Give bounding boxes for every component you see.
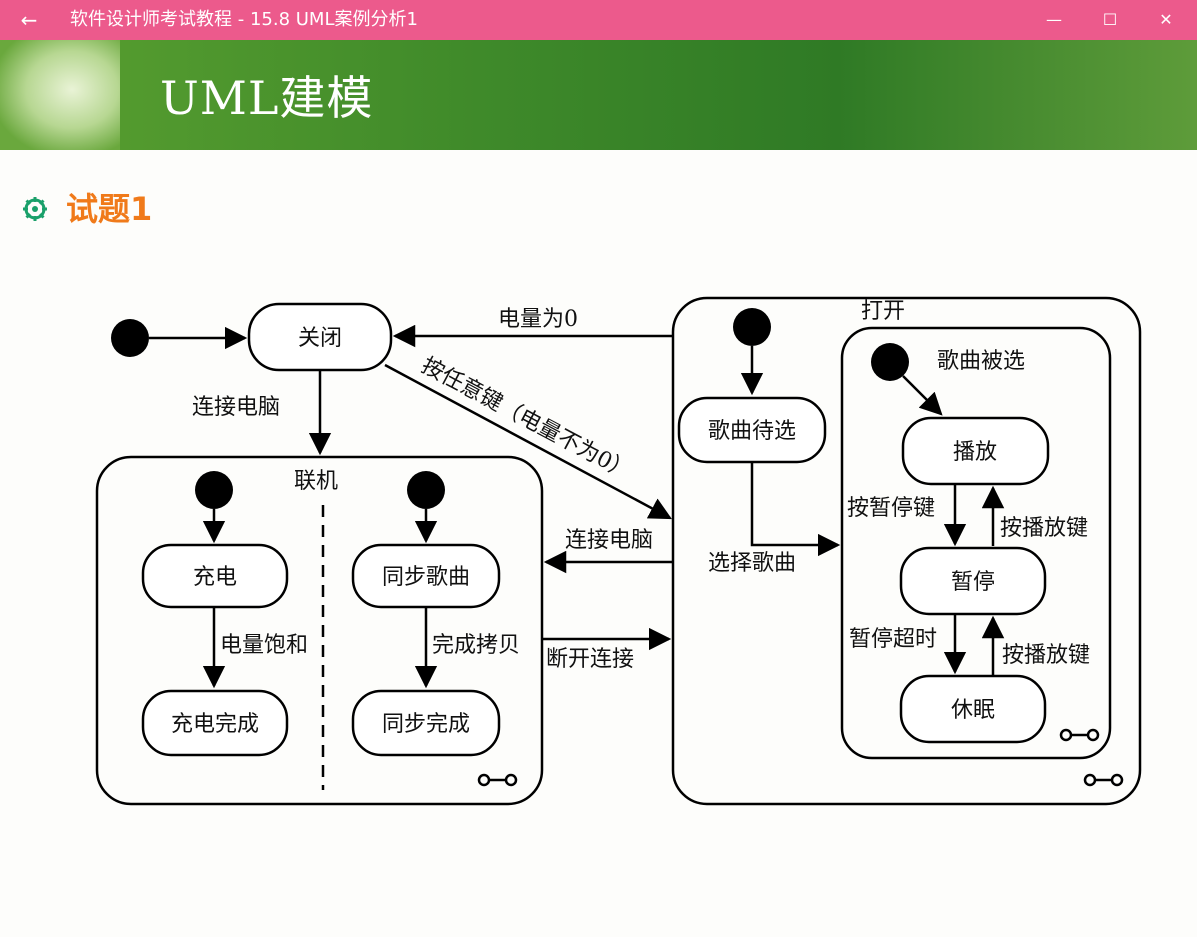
transition-battery-full: 电量饱和 xyxy=(220,633,308,658)
state-pause-label: 暂停 xyxy=(951,570,995,595)
initial-node xyxy=(111,319,149,357)
state-sync-complete-label: 同步完成 xyxy=(382,712,470,737)
initial-node-selected xyxy=(871,343,909,381)
transition-copy-done: 完成拷贝 xyxy=(432,633,520,658)
slide-banner: UML建模 xyxy=(0,40,1197,150)
initial-node-charge xyxy=(195,471,233,509)
state-song-selected xyxy=(840,326,1112,760)
window-titlebar: ← 软件设计师考试教程 - 15.8 UML案例分析1 — ☐ ✕ xyxy=(0,0,1197,40)
state-online xyxy=(95,455,544,806)
composite-state-icon xyxy=(1083,773,1124,787)
seedling-logo-icon xyxy=(0,40,120,150)
state-open xyxy=(671,296,1142,806)
gear-bullet-icon xyxy=(23,197,47,221)
transition-pause-timeout: 暂停超时 xyxy=(849,627,937,652)
window-title: 软件设计师考试教程 - 15.8 UML案例分析1 xyxy=(70,9,418,30)
state-song-selected-label: 歌曲被选 xyxy=(937,349,1025,374)
initial-node-open xyxy=(733,308,771,346)
question-title: 试题1 xyxy=(22,184,152,230)
state-closed-label: 关闭 xyxy=(298,326,342,351)
state-sync-songs-label: 同步歌曲 xyxy=(382,565,470,590)
transition-press-play-2: 按播放键 xyxy=(1002,643,1090,668)
state-charge-complete xyxy=(141,689,289,757)
composite-state-icon xyxy=(477,773,518,787)
state-charge-complete-label: 充电完成 xyxy=(171,712,259,737)
transition-connect-pc-2: 连接电脑 xyxy=(565,528,653,553)
back-button[interactable]: ← xyxy=(20,8,38,32)
minimize-button[interactable]: — xyxy=(1046,10,1062,29)
transition-press-pause: 按暂停键 xyxy=(847,496,935,521)
close-button[interactable]: ✕ xyxy=(1159,10,1173,29)
slide-heading: UML建模 xyxy=(160,71,374,125)
initial-node-sync xyxy=(407,471,445,509)
state-song-waiting-label: 歌曲待选 xyxy=(708,419,796,444)
transition-any-key: 按任意键（电量不为0） xyxy=(417,353,635,485)
transition-connect-pc-1: 连接电脑 xyxy=(192,395,280,420)
state-play xyxy=(901,416,1050,486)
state-sleep xyxy=(899,674,1047,744)
state-play-label: 播放 xyxy=(953,440,997,465)
question-title-text: 试题1 xyxy=(66,190,153,228)
composite-state-icon xyxy=(1059,728,1100,742)
maximize-button[interactable]: ☐ xyxy=(1102,10,1118,29)
state-pause xyxy=(899,546,1047,616)
transition-disconnect: 断开连接 xyxy=(546,647,634,672)
transition-battery-zero: 电量为0 xyxy=(498,307,578,332)
transition-select-song: 选择歌曲 xyxy=(708,551,796,576)
state-charging-label: 充电 xyxy=(193,565,237,590)
state-online-label: 联机 xyxy=(294,469,338,494)
slide-content xyxy=(0,150,1197,937)
state-open-label: 打开 xyxy=(861,299,905,324)
state-sleep-label: 休眠 xyxy=(951,698,995,723)
state-sync-complete xyxy=(351,689,501,757)
transition-press-play-1: 按播放键 xyxy=(1000,516,1088,541)
